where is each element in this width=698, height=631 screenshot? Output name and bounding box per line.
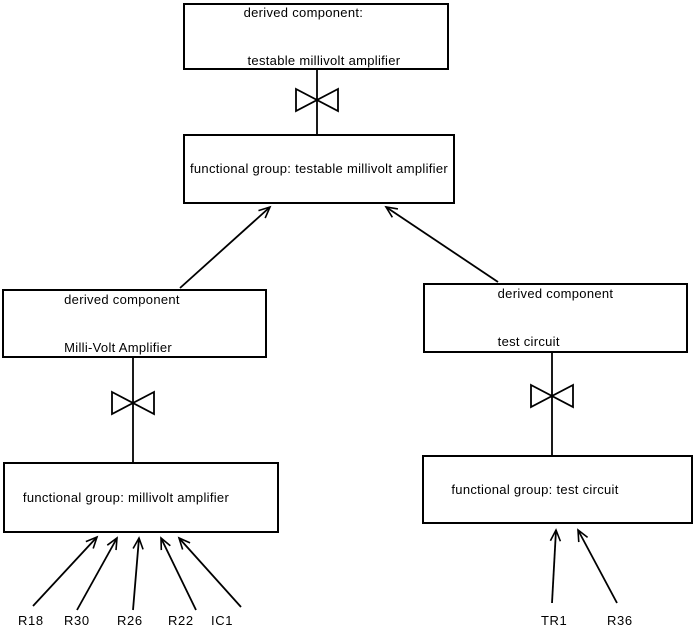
arrow-r30-to-fg-mva	[76, 536, 118, 611]
node-label-line: functional group: testable millivolt amp…	[189, 161, 449, 176]
arrow-r26-to-fg-mva	[132, 536, 144, 611]
arrow-derived-test-to-fg-testable	[384, 205, 499, 283]
node-label-line: derived component	[497, 286, 614, 301]
node-functional-group-millivolt-amplifier: functional group: millivolt amplifier	[3, 462, 279, 533]
arrow-r18-to-fg-mva	[32, 535, 99, 607]
connector-derived-test-to-fg-test	[530, 353, 574, 455]
node-label-line: derived component	[64, 291, 180, 307]
arrow-derived-mva-to-fg-testable	[179, 205, 272, 289]
part-label-r36: R36	[607, 613, 633, 628]
node-label-line: functional group: test circuit	[451, 481, 619, 497]
arrow-r36-to-fg-test	[577, 528, 618, 604]
node-functional-group-testable-millivolt-amplifier: functional group: testable millivolt amp…	[183, 134, 455, 204]
bowtie-icon	[111, 390, 155, 416]
node-derived-component-test-circuit: derived component test circuit	[423, 283, 688, 353]
bowtie-icon	[295, 87, 339, 113]
connector-derived-mva-to-fg-mva	[111, 358, 155, 462]
part-label-r26: R26	[117, 613, 143, 628]
arrow-ic1-to-fg-mva	[177, 536, 242, 608]
node-derived-component-testable-millivolt-amplifier: derived component: testable millivolt am…	[183, 3, 449, 70]
part-label-r30: R30	[64, 613, 90, 628]
node-label-line: functional group: millivolt amplifier	[22, 489, 230, 505]
part-label-r18: R18	[18, 613, 44, 628]
node-label-line: derived component:	[243, 4, 364, 20]
connector-derived-testable-to-fg-testable	[295, 70, 339, 134]
node-derived-component-milli-volt-amplifier: derived component Milli-Volt Amplifier	[2, 289, 267, 358]
bowtie-icon	[530, 383, 574, 409]
arrow-r22-to-fg-mva	[160, 536, 197, 611]
part-label-tr1: TR1	[541, 613, 568, 628]
node-label-line: testable millivolt amplifier	[243, 52, 401, 68]
arrow-tr1-to-fg-test	[549, 528, 562, 604]
part-label-r22: R22	[168, 613, 194, 628]
node-functional-group-test-circuit: functional group: test circuit	[422, 455, 693, 524]
node-label-line: Milli-Volt Amplifier	[64, 339, 173, 355]
part-label-ic1: IC1	[211, 613, 234, 628]
node-label-line: test circuit	[497, 334, 560, 349]
